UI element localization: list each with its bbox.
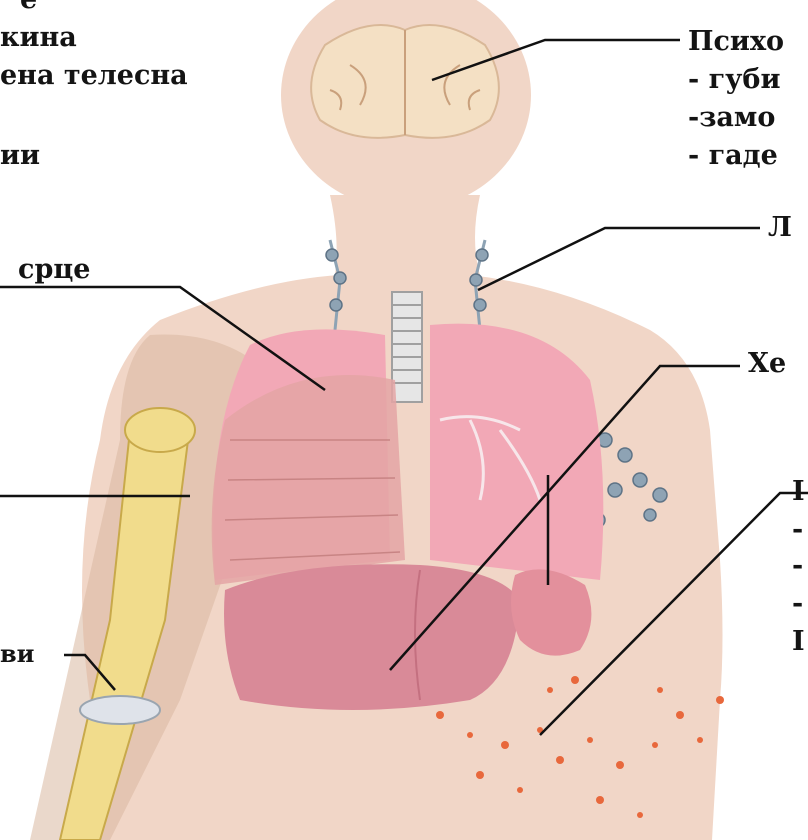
- label-skin-2: -: [792, 516, 803, 543]
- label-skin-3: -: [792, 552, 803, 579]
- label-lymph: Л: [768, 214, 792, 241]
- label-right-1: Психо: [688, 28, 784, 55]
- label-bones: ви: [0, 642, 34, 666]
- trachea: [392, 292, 422, 402]
- label-skin-4: -: [792, 590, 803, 617]
- label-right-4: - гаде: [688, 142, 778, 169]
- label-skin-5: I: [792, 628, 805, 655]
- label-top-left-4: ии: [0, 142, 40, 169]
- label-skin-1: I: [792, 478, 805, 505]
- label-liver: Хе: [748, 350, 786, 377]
- label-right-2: - губи: [688, 66, 780, 93]
- brain: [311, 25, 499, 138]
- spleen: [511, 569, 591, 655]
- label-right-3: -замо: [688, 104, 775, 131]
- label-top-left-1: е: [20, 0, 37, 13]
- label-heart: срце: [18, 256, 90, 283]
- leader-lymph: [478, 228, 760, 290]
- label-top-left-2: кина: [0, 24, 77, 51]
- label-top-left-3: ена телесна: [0, 62, 188, 89]
- liver: [224, 564, 520, 710]
